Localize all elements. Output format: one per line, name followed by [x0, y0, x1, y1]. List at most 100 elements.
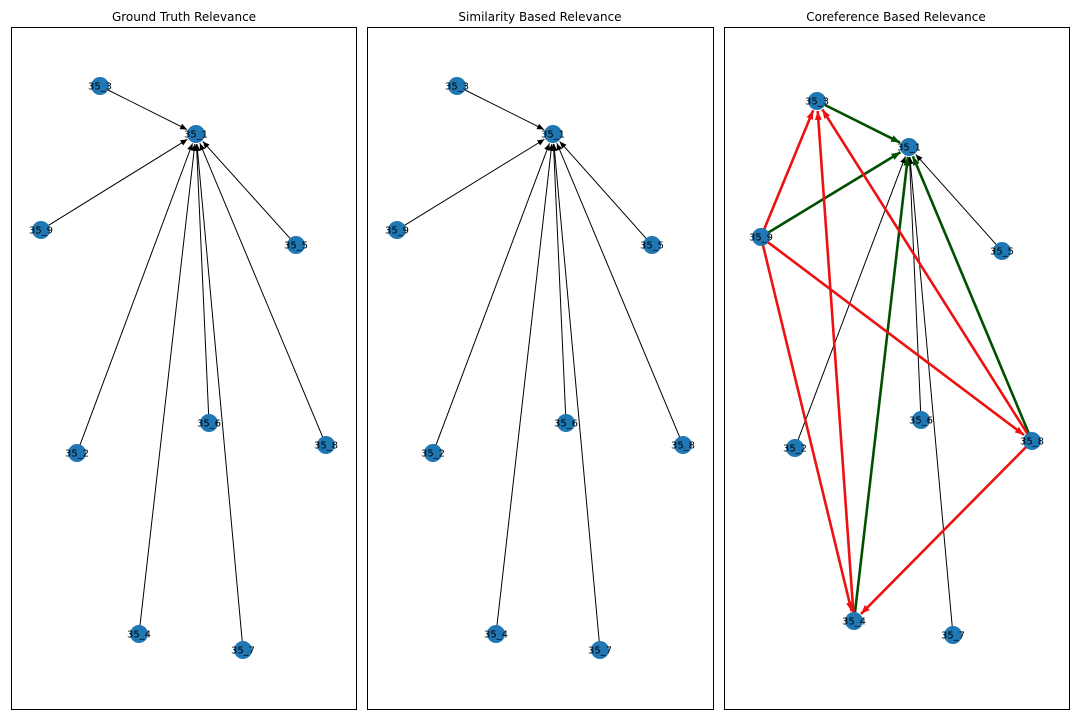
node-35_6: 35_6 [909, 411, 933, 429]
panel-frame [724, 27, 1070, 710]
node-circle [68, 444, 86, 462]
node-35_7: 35_7 [588, 641, 612, 659]
node-label: 35_4 [127, 630, 151, 641]
node-35_9: 35_9 [385, 221, 409, 239]
node-35_3: 35_3 [88, 77, 112, 95]
edge-layer [46, 88, 324, 644]
node-label: 35_8 [671, 441, 695, 452]
node-circle [91, 77, 109, 95]
node-label: 35_5 [640, 241, 664, 252]
panel-frame [11, 27, 357, 710]
panel-title: Similarity Based Relevance [458, 10, 621, 24]
node-circle [130, 625, 148, 643]
node-35_4: 35_4 [842, 612, 866, 630]
edge-35_2-to-35_1 [797, 156, 906, 442]
edge-35_3-to-35_1 [463, 88, 545, 130]
node-circle [591, 641, 609, 659]
panel-ground-truth: Ground Truth Relevance 35_135_235_335_43… [11, 10, 357, 710]
node-circle [448, 77, 466, 95]
node-35_1: 35_1 [897, 138, 921, 156]
node-35_4: 35_4 [127, 625, 151, 643]
edge-35_4-to-35_3 [814, 110, 855, 615]
node-label: 35_7 [231, 646, 255, 657]
node-layer: 35_135_235_335_435_535_635_735_835_9 [29, 77, 338, 659]
node-label: 35_8 [314, 441, 338, 452]
node-35_5: 35_5 [284, 236, 308, 254]
edge-35_4-to-35_1 [853, 156, 911, 615]
edge-35_6-to-35_1 [906, 156, 922, 414]
node-circle [912, 411, 930, 429]
edge-35_9-to-35_1 [402, 138, 545, 227]
edge-layer [761, 102, 1031, 629]
node-layer: 35_135_235_335_435_535_635_735_835_9 [385, 77, 695, 659]
node-35_6: 35_6 [197, 414, 221, 432]
node-label: 35_3 [88, 82, 112, 93]
node-circle [944, 626, 962, 644]
node-circle [487, 625, 505, 643]
node-35_8: 35_8 [314, 436, 338, 454]
node-circle [845, 612, 863, 630]
edge-35_2-to-35_1 [434, 143, 550, 447]
node-label: 35_1 [184, 130, 208, 141]
node-circle [643, 236, 661, 254]
node-circle [557, 414, 575, 432]
node-layer: 35_135_235_335_435_535_635_735_835_9 [749, 92, 1044, 644]
node-circle [900, 138, 918, 156]
panel-coreference: Coreference Based Relevance 35_135_235_3… [724, 10, 1070, 710]
node-circle [32, 221, 50, 239]
edge-35_9-to-35_1 [46, 138, 188, 227]
node-circle [993, 242, 1011, 260]
node-label: 35_5 [990, 247, 1014, 258]
node-label: 35_9 [749, 233, 773, 244]
edge-35_5-to-35_1 [559, 141, 648, 241]
node-35_9: 35_9 [29, 221, 53, 239]
node-35_5: 35_5 [990, 242, 1014, 260]
edge-layer [402, 88, 681, 644]
edge-35_7-to-35_1 [194, 143, 243, 644]
node-circle [388, 221, 406, 239]
node-label: 35_3 [445, 82, 469, 93]
edge-35_9-to-35_4 [761, 243, 853, 612]
edge-35_6-to-35_1 [193, 143, 210, 417]
edge-35_8-to-35_3 [821, 108, 1030, 436]
node-35_6: 35_6 [554, 414, 578, 432]
node-label: 35_7 [588, 646, 612, 657]
edge-35_4-to-35_1 [496, 143, 555, 628]
node-label: 35_6 [554, 419, 578, 430]
node-circle [752, 228, 770, 246]
node-label: 35_7 [941, 631, 965, 642]
edge-35_4-to-35_1 [139, 143, 198, 628]
node-label: 35_6 [909, 416, 933, 427]
node-circle [200, 414, 218, 432]
node-35_3: 35_3 [805, 92, 829, 110]
edge-35_9-to-35_3 [762, 109, 815, 232]
node-circle [786, 439, 804, 457]
node-circle [544, 125, 562, 143]
node-35_2: 35_2 [421, 444, 445, 462]
node-label: 35_3 [805, 97, 829, 108]
panel-title: Ground Truth Relevance [112, 10, 256, 24]
node-label: 35_1 [541, 130, 565, 141]
node-label: 35_4 [842, 617, 866, 628]
node-label: 35_1 [897, 143, 921, 154]
edge-35_8-to-35_1 [556, 143, 681, 439]
edge-35_7-to-35_1 [907, 156, 953, 629]
panel-similarity: Similarity Based Relevance 35_1 35_2 35_3 3… [367, 10, 714, 710]
node-35_7: 35_7 [231, 641, 255, 659]
node-circle [187, 125, 205, 143]
node-circle [424, 444, 442, 462]
node-label: 35_5 [284, 241, 308, 252]
node-label: 35_9 [385, 226, 409, 237]
edge-35_5-to-35_1 [202, 141, 292, 241]
node-circle [1023, 432, 1041, 450]
node-circle [234, 641, 252, 659]
edge-35_8-to-35_4 [860, 445, 1029, 615]
node-circle [287, 236, 305, 254]
edge-35_7-to-35_1 [551, 143, 600, 644]
node-circle [808, 92, 826, 110]
edge-35_9-to-35_1 [766, 151, 902, 235]
node-35_8: 35_8 [1020, 432, 1044, 450]
node-circle [674, 436, 692, 454]
panel-frame [367, 27, 714, 710]
